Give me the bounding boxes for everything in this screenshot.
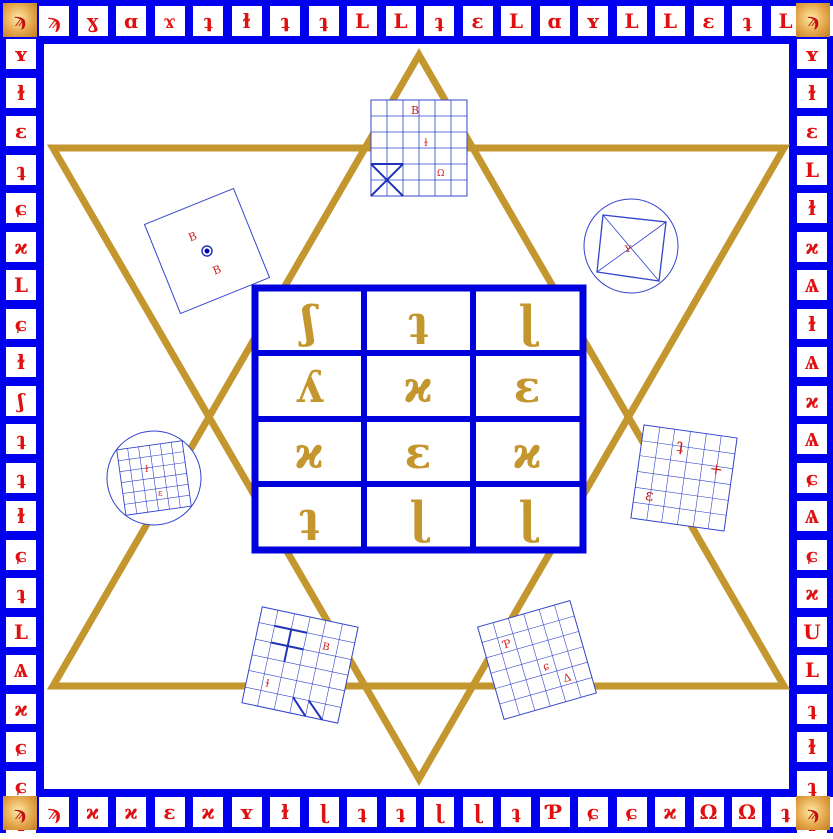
talisman-lm-glyph-2: ɛ (158, 489, 163, 499)
talisman-left-middle-circle: ɫ ɛ (107, 431, 201, 525)
talisman-top-glyph-2: ɫ (424, 138, 428, 149)
center-grid-glyph: ɭ (484, 295, 570, 349)
talisman-bottom-left-grid: B ɫ (242, 607, 358, 723)
center-grid-glyph: ɭ (484, 492, 570, 546)
talisman-top-glyph-1: B (411, 104, 419, 117)
center-grid-glyph: ʇ (266, 492, 352, 546)
center-grid-glyph: ʎ (266, 361, 352, 415)
talisman-left-upper-seal: B B (145, 189, 270, 314)
talisman-right-middle-grid: ʇ ɛ + (631, 425, 737, 531)
talisman-right-upper-circle: ʏ (584, 199, 678, 293)
center-grid-glyph: ʇ (375, 295, 461, 349)
center-grid-glyph: ϰ (266, 426, 352, 480)
center-grid-glyph: ɛ (484, 361, 570, 415)
center-grid-glyph: ɛ (375, 426, 461, 480)
center-grid-glyph: ʃ (266, 295, 352, 349)
center-grid-glyph: ϰ (484, 426, 570, 480)
talisman-circle-glyph: ʏ (624, 241, 632, 255)
talisman-rm-glyph-3: + (708, 459, 724, 480)
center-grid-glyph: ϰ (375, 361, 461, 415)
talisman-bottom-right-grid: Ƥ ɕ Δ (478, 601, 597, 720)
center-grid-glyph: ɭ (375, 492, 461, 546)
talisman-lm-glyph-1: ɫ (145, 465, 149, 475)
talisman-top-glyph-3: Ω (437, 169, 444, 179)
talisman-top-grid: B ɫ Ω (371, 100, 467, 196)
